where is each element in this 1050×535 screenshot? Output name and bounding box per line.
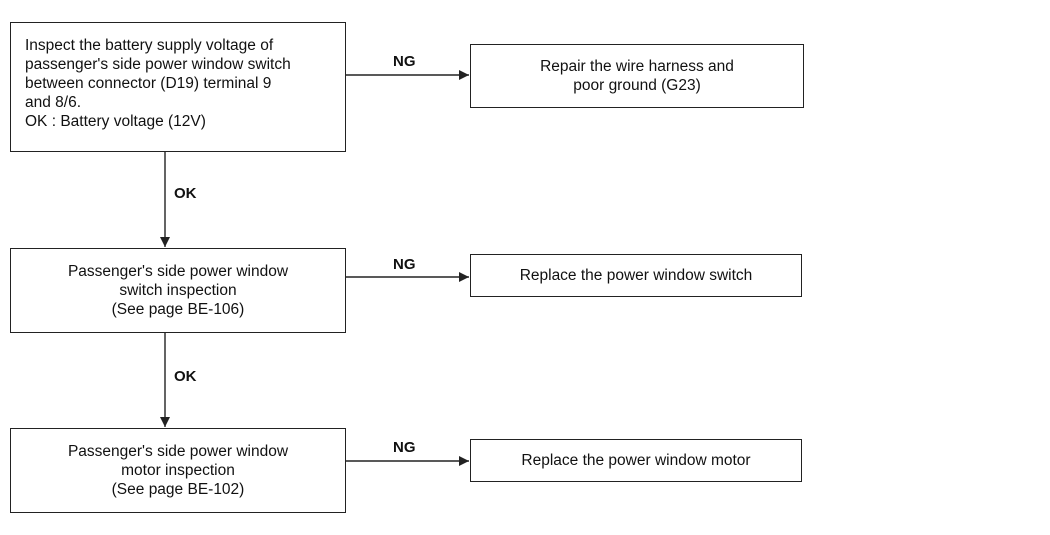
step2-line: (See page BE-106) [111,301,245,318]
ng-label-2: NG [393,256,416,273]
result1-line: poor ground (G23) [573,77,701,94]
step2-line: Passenger's side power window [67,263,289,280]
ng-label-3: NG [393,439,416,456]
ng-label-1: NG [393,53,416,70]
step1-line: Inspect the battery supply voltage of [25,37,274,54]
result2-line: Replace the power window switch [519,267,753,284]
ok-label-1: OK [174,185,197,202]
step1-line: OK : Battery voltage (12V) [25,113,206,130]
step3-line: Passenger's side power window [67,443,289,460]
result3-box: Replace the power window motor [470,439,802,482]
result3-line: Replace the power window motor [521,452,751,469]
step3-box: Passenger's side power window motor insp… [10,428,346,513]
step2-box: Passenger's side power window switch ins… [10,248,346,333]
result2-box: Replace the power window switch [470,254,802,297]
step1-line: between connector (D19) terminal 9 [25,75,272,92]
step1-box: Inspect the battery supply voltage of pa… [10,22,346,152]
step1-line: passenger's side power window switch [25,56,291,73]
step1-line: and 8/6. [25,94,82,111]
result1-line: Repair the wire harness and [540,58,734,75]
step3-line: motor inspection [121,462,235,479]
step3-line: (See page BE-102) [111,481,245,498]
result1-box: Repair the wire harness and poor ground … [470,44,804,108]
step2-line: switch inspection [119,282,237,299]
ok-label-2: OK [174,368,197,385]
